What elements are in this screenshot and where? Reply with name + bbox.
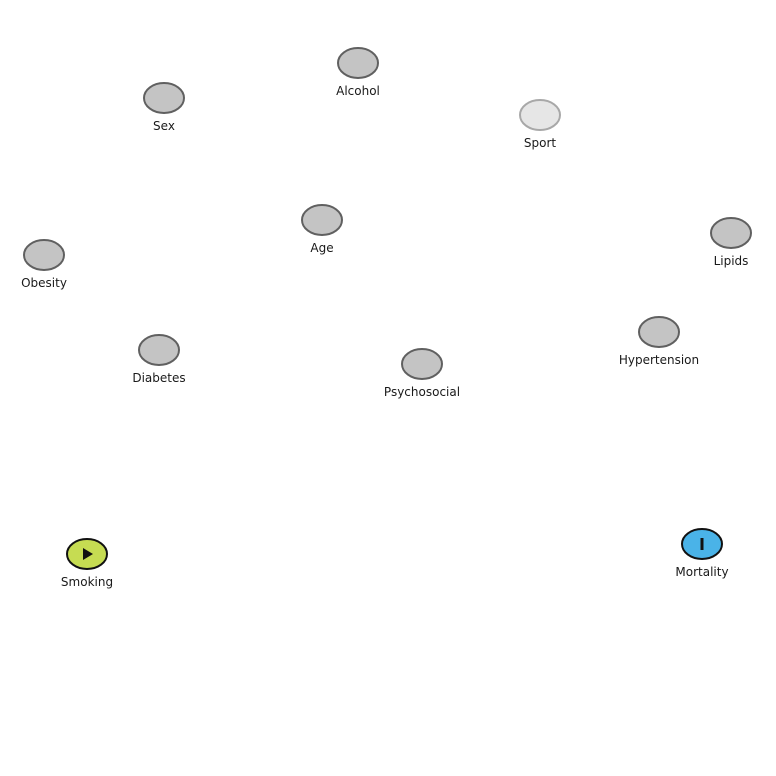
node-sex-label: Sex <box>153 119 175 133</box>
node-sex[interactable]: Sex <box>143 82 185 133</box>
node-diabetes-shape[interactable] <box>138 334 180 366</box>
node-alcohol-label: Alcohol <box>336 84 380 98</box>
node-sport-label: Sport <box>524 136 557 150</box>
node-smoking-label: Smoking <box>61 575 113 589</box>
node-sex-shape[interactable] <box>143 82 185 114</box>
node-obesity[interactable]: Obesity <box>21 239 67 290</box>
node-lipids-label: Lipids <box>714 254 749 268</box>
bar-icon <box>700 538 704 550</box>
node-age-label: Age <box>310 241 333 255</box>
node-obesity-label: Obesity <box>21 276 67 290</box>
node-lipids-shape[interactable] <box>710 217 752 249</box>
node-psychosocial[interactable]: Psychosocial <box>384 348 460 399</box>
node-alcohol-shape[interactable] <box>337 47 379 79</box>
node-hypertension[interactable]: Hypertension <box>619 316 699 367</box>
node-sport[interactable]: Sport <box>519 99 561 150</box>
node-mortality-label: Mortality <box>675 565 728 579</box>
play-triangle-icon <box>83 548 93 560</box>
node-age-shape[interactable] <box>301 204 343 236</box>
node-hypertension-shape[interactable] <box>638 316 680 348</box>
node-psychosocial-label: Psychosocial <box>384 385 460 399</box>
node-age[interactable]: Age <box>301 204 343 255</box>
node-mortality[interactable]: Mortality <box>675 528 729 579</box>
node-sport-shape[interactable] <box>519 99 561 131</box>
node-lipids[interactable]: Lipids <box>710 217 752 268</box>
node-smoking[interactable]: Smoking <box>61 538 113 589</box>
node-hypertension-label: Hypertension <box>619 353 699 367</box>
node-psychosocial-shape[interactable] <box>401 348 443 380</box>
node-alcohol[interactable]: Alcohol <box>336 47 380 98</box>
node-obesity-shape[interactable] <box>23 239 65 271</box>
node-diabetes[interactable]: Diabetes <box>132 334 186 385</box>
node-diabetes-label: Diabetes <box>132 371 185 385</box>
